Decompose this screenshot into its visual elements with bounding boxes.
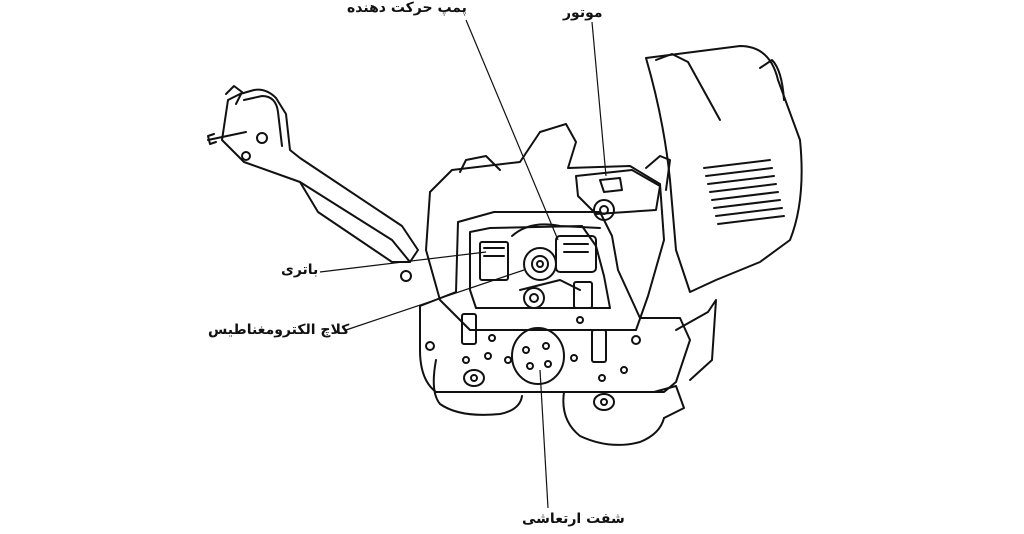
label-vibration-shaft: شفت ارتعاشی (522, 511, 625, 527)
pump-leader-line (465, 19, 559, 241)
handle-bar (207, 85, 419, 282)
internal-components (479, 223, 601, 309)
shaft-leader-line (539, 369, 549, 509)
label-battery: باتری (281, 262, 319, 278)
rear-drum (562, 385, 685, 446)
label-engine: موتور (563, 5, 603, 21)
label-propulsion-pump: پمپ حرکت دهنده (347, 0, 467, 16)
engine-hood (645, 45, 803, 293)
battery-leader-line (319, 251, 487, 273)
vibration-shaft-plate (511, 327, 565, 385)
rear-frame (675, 299, 717, 381)
engine-block (425, 123, 671, 331)
front-drum (432, 359, 523, 416)
frame-plate (419, 211, 691, 393)
label-electromagnetic-clutch: کلاچ الکترومغناطیس (208, 322, 350, 338)
leader-lines (319, 19, 607, 509)
clutch-leader-line (345, 269, 525, 331)
motor-leader-line (591, 21, 607, 177)
